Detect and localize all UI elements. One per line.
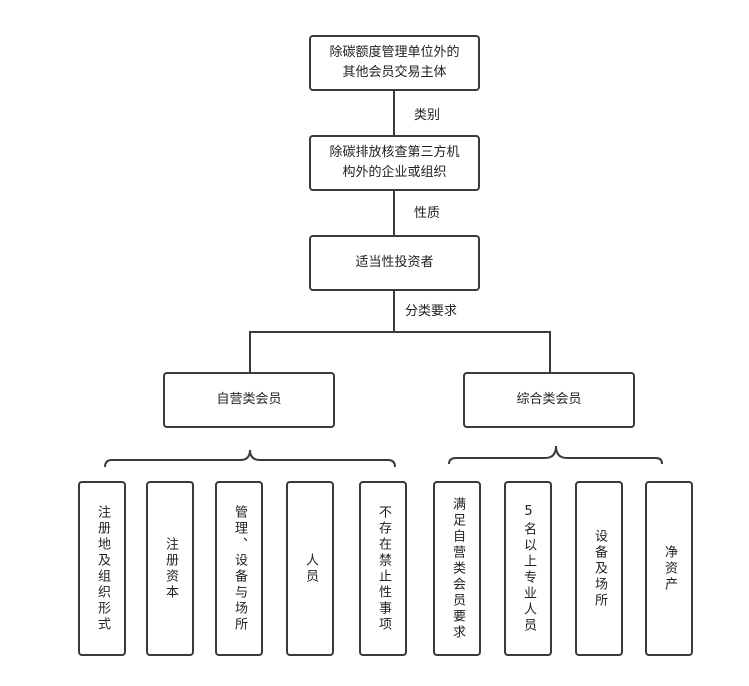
edge-label-nature: 性质 bbox=[414, 206, 441, 221]
self-operated-member-node: 自营类会员 bbox=[163, 372, 335, 428]
leaf-registration-text: 注册地及组织形式 bbox=[95, 504, 110, 633]
edge-label-category: 类别 bbox=[414, 108, 441, 123]
leaf-equipment-premises: 设备及场所 bbox=[575, 481, 623, 656]
leaf-equipment-premises-text: 设备及场所 bbox=[592, 528, 607, 609]
leaf-registered-capital-text: 注册资本 bbox=[163, 536, 178, 601]
leaf-net-assets: 净资产 bbox=[645, 481, 693, 656]
leaf-registration: 注册地及组织形式 bbox=[78, 481, 126, 656]
leaf-meet-self-operated: 满足自营类会员要求 bbox=[433, 481, 481, 656]
edge-label-requirements: 分类要求 bbox=[405, 304, 458, 319]
comprehensive-member-node: 综合类会员 bbox=[463, 372, 635, 428]
brace-left bbox=[104, 449, 396, 468]
leaf-no-prohibited: 不存在禁止性事项 bbox=[359, 481, 407, 656]
second-node: 除碳排放核查第三方机 构外的企业或组织 bbox=[309, 135, 480, 191]
connector-split bbox=[249, 331, 551, 372]
leaf-meet-self-operated-text: 满足自营类会员要求 bbox=[450, 496, 465, 641]
third-node: 适当性投资者 bbox=[309, 235, 480, 291]
brace-right bbox=[448, 445, 663, 465]
self-operated-member-label: 自营类会员 bbox=[216, 392, 282, 407]
leaf-personnel: 人员 bbox=[286, 481, 334, 656]
leaf-professional-staff-text: 5名以上专业人员 bbox=[521, 503, 536, 634]
leaf-professional-staff: 5名以上专业人员 bbox=[504, 481, 552, 656]
leaf-no-prohibited-text: 不存在禁止性事项 bbox=[376, 504, 391, 633]
top-node-line2: 其他会员交易主体 bbox=[342, 65, 447, 80]
leaf-management-facilities-text: 管理、设备与场所 bbox=[232, 504, 247, 633]
second-node-line1: 除碳排放核查第三方机 bbox=[329, 145, 460, 160]
second-node-line2: 构外的企业或组织 bbox=[342, 165, 447, 180]
leaf-management-facilities: 管理、设备与场所 bbox=[215, 481, 263, 656]
leaf-personnel-text: 人员 bbox=[303, 552, 318, 585]
third-node-label: 适当性投资者 bbox=[355, 255, 434, 270]
leaf-registered-capital: 注册资本 bbox=[146, 481, 194, 656]
top-node: 除碳额度管理单位外的 其他会员交易主体 bbox=[309, 35, 480, 91]
top-node-line1: 除碳额度管理单位外的 bbox=[329, 45, 460, 60]
comprehensive-member-label: 综合类会员 bbox=[516, 392, 582, 407]
leaf-net-assets-text: 净资产 bbox=[662, 544, 677, 593]
